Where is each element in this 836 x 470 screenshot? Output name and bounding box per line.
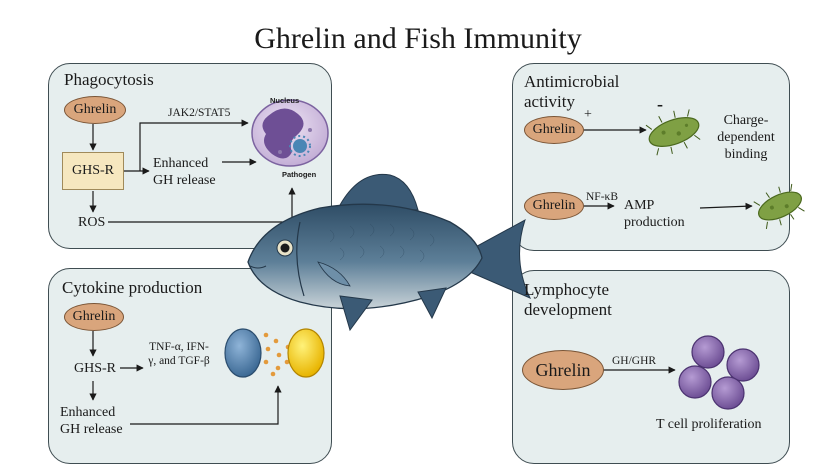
diagram-title: Ghrelin and Fish Immunity (254, 22, 582, 55)
enhanced-gh-label-phagocytosis: Enhanced GH release (153, 156, 216, 188)
cytokine-particles-icon (263, 332, 291, 377)
enhanced-gh-label-cytokine: Enhanced GH release (60, 405, 123, 437)
t-cells-icon (678, 335, 760, 410)
nucleus-label: Nucleus (270, 96, 300, 105)
ghrelin-node-lymphocyte: Ghrelin (522, 350, 604, 390)
immune-cell-icon (224, 328, 262, 378)
target-cell-icon (287, 328, 325, 378)
ghs-r-node-phagocytosis: GHS-R (62, 152, 124, 190)
ghs-r-label-cytokine: GHS-R (74, 361, 117, 376)
fish-illustration (247, 173, 532, 332)
ghrelin-node-antimicrobial-1: Ghrelin (524, 116, 584, 144)
ghrelin-node-phagocytosis: Ghrelin (64, 96, 126, 124)
bacterium-icon-1 (645, 109, 701, 156)
antimicrobial-title: Antimicrobial activity (524, 72, 620, 111)
amp-production-label: AMP production (624, 198, 685, 230)
t-cell-proliferation-label: T cell proliferation (656, 417, 762, 432)
minus-charge-label: - (657, 94, 663, 114)
line-jak2 (139, 122, 168, 171)
pathogen-label: Pathogen (282, 170, 317, 179)
ghrelin-node-antimicrobial-2: Ghrelin (524, 192, 584, 220)
cytokine-title: Cytokine production (62, 278, 203, 297)
ghrelin-node-cytokine: Ghrelin (64, 303, 124, 331)
arrow-ros-to-pathogen (108, 187, 296, 223)
gh-ghr-label: GH/GHR (612, 355, 657, 367)
charge-dependent-binding-label: Charge-dependent binding (717, 113, 775, 162)
phagocytosis-title: Phagocytosis (64, 70, 154, 89)
bacterium-icon-2 (753, 183, 805, 229)
jak2-stat5-label: JAK2/STAT5 (168, 107, 231, 119)
panel-cytokine (48, 268, 332, 464)
plus-charge-label: + (584, 107, 592, 122)
phagocyte-cell-icon (251, 99, 329, 167)
lymphocyte-title: Lymphocyte development (524, 280, 612, 319)
arrow-gh-to-cells (130, 385, 282, 425)
nf-kb-label: NF-κB (586, 191, 618, 203)
arrow-amp-to-bacterium (699, 202, 753, 210)
cytokines-label: TNF-α, IFN-γ, and TGF-β (148, 341, 210, 367)
ros-label: ROS (78, 215, 106, 230)
